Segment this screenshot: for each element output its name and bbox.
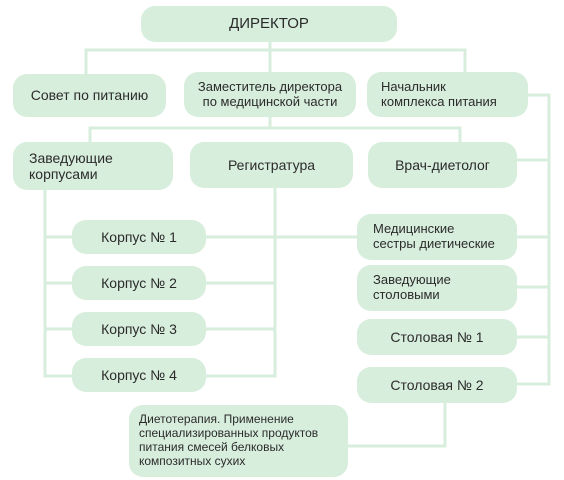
- building-4-label: Корпус № 4: [101, 366, 177, 383]
- diet-therapy-box: Диетотерапия. Применение специализирован…: [129, 405, 348, 477]
- building-1-box: Корпус № 1: [72, 220, 206, 254]
- diet-therapy-label: Диетотерапия. Применение специализирован…: [139, 412, 319, 468]
- building-2-box: Корпус № 2: [72, 266, 206, 300]
- nutrition-council-box: Совет по питанию: [13, 74, 166, 117]
- deputy-director-label: Заместитель директора по медицинской час…: [197, 78, 343, 109]
- canteen-heads-label: Заведующие столовыми: [373, 272, 451, 302]
- building-heads-box: Заведующие корпусами: [13, 142, 173, 190]
- director-label: ДИРЕКТОР: [229, 15, 309, 33]
- building-3-label: Корпус № 3: [101, 320, 177, 337]
- canteen-2-box: Столовая № 2: [357, 367, 517, 403]
- building-heads-label: Заведующие корпусами: [29, 149, 113, 182]
- dietitian-box: Врач-диетолог: [368, 142, 517, 188]
- registry-box: Регистратура: [190, 142, 353, 188]
- building-1-label: Корпус № 1: [101, 228, 177, 245]
- canteen-1-box: Столовая № 1: [357, 319, 517, 355]
- building-2-label: Корпус № 2: [101, 274, 177, 291]
- dietitian-label: Врач-диетолог: [395, 156, 490, 173]
- nutrition-council-label: Совет по питанию: [30, 87, 149, 104]
- building-3-box: Корпус № 3: [72, 312, 206, 346]
- diet-nurses-label: Медицинские сестры диетические: [373, 221, 495, 251]
- food-complex-head-label: Начальник комплекса питания: [381, 78, 497, 109]
- canteen-1-label: Столовая № 1: [390, 328, 484, 345]
- registry-label: Регистратура: [227, 156, 316, 173]
- food-complex-head-box: Начальник комплекса питания: [367, 72, 528, 117]
- diet-nurses-box: Медицинские сестры диетические: [357, 214, 517, 260]
- canteen-2-label: Столовая № 2: [390, 376, 484, 393]
- deputy-director-box: Заместитель директора по медицинской час…: [184, 72, 356, 117]
- director-box: ДИРЕКТОР: [141, 6, 397, 42]
- building-4-box: Корпус № 4: [72, 358, 206, 392]
- canteen-heads-box: Заведующие столовыми: [357, 265, 517, 311]
